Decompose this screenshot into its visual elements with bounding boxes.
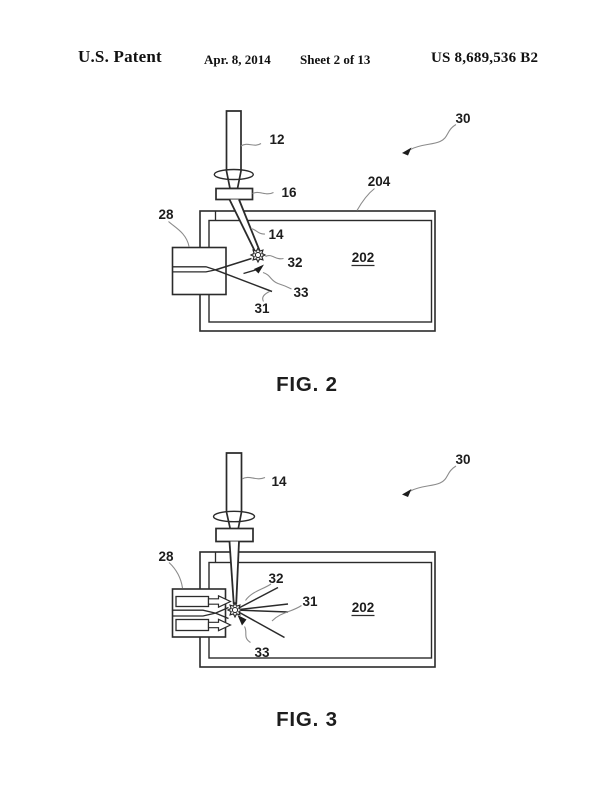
ref-label-30: 30 (455, 452, 470, 467)
laser-beam (228, 199, 261, 253)
ref-label-31: 31 (254, 301, 270, 316)
ref-label-14: 14 (271, 474, 287, 489)
leader-14 (250, 227, 266, 235)
ref-label-33: 33 (293, 285, 309, 300)
lower-nozzle (175, 618, 232, 632)
figure-2-caption: FIG. 2 (276, 373, 338, 396)
leader-31 (271, 605, 302, 622)
ref-label-30: 30 (455, 111, 470, 126)
ref-label-28: 28 (158, 207, 174, 222)
ref-label-12: 12 (269, 132, 284, 147)
direction-arrow (243, 264, 264, 275)
laser-tube (225, 452, 243, 531)
upper-nozzle-arrow-icon (207, 594, 232, 609)
patent-header-sheet-number: Sheet 2 of 13 (300, 52, 371, 67)
ref-label-202: 202 (352, 600, 375, 615)
leader-28 (168, 221, 190, 247)
figure-3-drawing: 14 30 28 32 31 202 33 FIG. 3 (158, 452, 470, 731)
laser-tube (225, 110, 242, 190)
ref-label-16: 16 (281, 185, 297, 200)
focus-ring-ellipse (213, 168, 255, 181)
leader-14 (241, 476, 266, 480)
ref-label-204: 204 (368, 174, 391, 189)
leader-12 (240, 143, 262, 147)
leader-16 (252, 191, 274, 195)
patent-header-date: Apr. 8, 2014 (204, 52, 271, 67)
laser-beam (228, 541, 240, 605)
lens-plate (215, 527, 254, 543)
patent-header-patent-number: US 8,689,536 B2 (431, 50, 539, 66)
leader-28 (168, 562, 184, 589)
leader-33 (244, 626, 251, 643)
ref-label-31: 31 (302, 594, 318, 609)
leader-lines (168, 124, 457, 302)
ref-label-32: 32 (268, 571, 283, 586)
nozzle-slot (172, 606, 229, 620)
spark-burst-icon (250, 247, 266, 263)
chamber-inner-wall (208, 219, 433, 323)
leader-32 (265, 255, 284, 260)
droplet-stream-lines (215, 257, 273, 293)
lens-plate (215, 187, 254, 201)
leader-30-arrowhead-icon (402, 147, 412, 156)
leader-30 (410, 465, 457, 492)
leader-33 (262, 271, 292, 290)
chamber-outer-wall (199, 210, 436, 332)
nozzle-slot (172, 266, 216, 273)
ref-label-32: 32 (287, 255, 302, 270)
ref-label-202: 202 (352, 250, 375, 265)
ref-label-14: 14 (268, 227, 284, 242)
ref-label-33: 33 (254, 645, 270, 660)
figure-2-drawing: 12 16 30 204 28 14 202 32 33 31 FIG. 2 (158, 110, 471, 396)
spray-lines (234, 586, 289, 639)
spark-burst-icon (227, 602, 243, 618)
figure-3-caption: FIG. 3 (276, 708, 338, 731)
leader-32 (245, 583, 272, 601)
lower-nozzle-arrow-icon (207, 618, 232, 632)
leader-30 (410, 124, 457, 150)
patent-header-title: U.S. Patent (78, 47, 162, 66)
focus-ring-ellipse (212, 510, 256, 523)
ref-label-28: 28 (158, 549, 174, 564)
direction-arrowhead-icon (237, 615, 247, 626)
upper-nozzle (175, 594, 232, 609)
leader-204 (356, 188, 375, 211)
leader-lines (168, 465, 457, 643)
leader-31 (262, 291, 270, 302)
leader-30-arrowhead-icon (402, 489, 412, 497)
